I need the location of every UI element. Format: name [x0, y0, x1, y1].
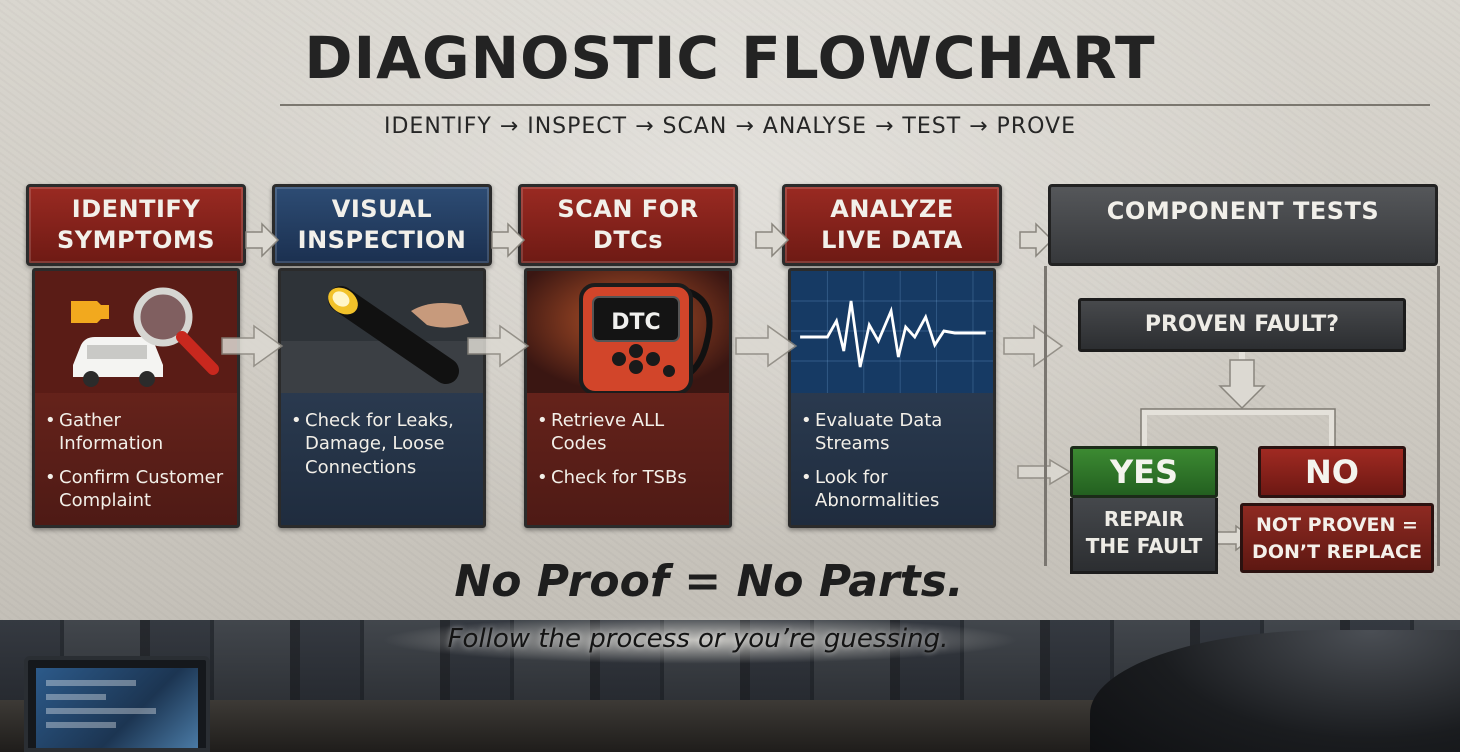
step-bullets: •Evaluate Data Streams •Look for Abnorma…: [791, 395, 993, 525]
proven-fault-question: PROVEN FAULT?: [1078, 298, 1406, 352]
title-divider: [280, 104, 1430, 106]
flashlight-icon: [328, 286, 459, 384]
component-tests-heading: COMPONENT TESTS: [1048, 184, 1438, 266]
magnifier-icon: [133, 287, 219, 375]
repair-fault-box: REPAIR THE FAULT: [1070, 498, 1218, 574]
step-heading-line2: INSPECTION: [297, 226, 467, 254]
tagline-subtext: Follow the process or you’re guessing.: [447, 624, 949, 654]
step-bullets: •Gather Information •Confirm Customer Co…: [35, 395, 237, 525]
step-heading-line2: LIVE DATA: [821, 226, 963, 254]
arrow-down-icon: [1218, 359, 1266, 410]
step-body: •Evaluate Data Streams •Look for Abnorma…: [788, 268, 996, 528]
scan-illustration: DTC: [527, 271, 729, 393]
step-card-identify: IDENTIFY SYMPTOMS •Gather Information: [26, 184, 246, 528]
step-heading-line1: IDENTIFY: [71, 194, 201, 223]
arrow-right-icon: [467, 324, 530, 368]
step-heading-line1: SCAN FOR: [557, 194, 699, 223]
step-body: •Gather Information •Confirm Customer Co…: [32, 268, 240, 528]
step-heading: ANALYZE LIVE DATA: [782, 184, 1002, 266]
flow-arrows: [221, 222, 1336, 552]
device-label: DTC: [611, 310, 660, 335]
step-heading-line2: SYMPTOMS: [56, 226, 216, 254]
step-bullets: •Check for Leaks, Damage, Loose Connecti…: [281, 395, 483, 525]
tagline-backdrop: [380, 616, 1020, 664]
step-body: DTC •Retrieve ALL Codes •Check for TSBs: [524, 268, 732, 528]
laptop-screen: [36, 668, 198, 748]
arrow-right-icon: [245, 222, 280, 258]
step-card-live-data: ANALYZE LIVE DATA •Evaluate Data Streams…: [782, 184, 1002, 528]
live-data-illustration: [791, 271, 993, 393]
bullet-item: •Retrieve ALL Codes: [537, 410, 665, 455]
step-heading: SCAN FOR DTCs: [518, 184, 738, 266]
step-body: •Check for Leaks, Damage, Loose Connecti…: [278, 268, 486, 528]
page-title: DIAGNOSTIC FLOWCHART: [304, 24, 1156, 92]
not-proven-box: NOT PROVEN = DON’T REPLACE: [1240, 503, 1434, 573]
bullet-item: •Evaluate Data Streams: [801, 410, 943, 455]
process-subtitle: IDENTIFY → INSPECT → SCAN → ANALYSE → TE…: [384, 114, 1076, 139]
step-heading-line2: DTCs: [592, 226, 664, 254]
scan-tool-icon: DTC: [579, 283, 713, 393]
arrow-right-icon: [735, 324, 798, 368]
step-heading: VISUAL INSPECTION: [272, 184, 492, 266]
check-engine-icon: [71, 301, 109, 323]
arrow-right-icon: [1003, 324, 1064, 368]
ecg-waveform-icon: [800, 300, 986, 368]
step-heading-line1: ANALYZE: [830, 194, 954, 223]
arrow-right-icon: [221, 324, 284, 368]
step-card-inspection: VISUAL INSPECTION •Check for Leaks, Dama…: [272, 184, 492, 528]
arrow-right-icon: [755, 222, 790, 258]
step-heading-line1: VISUAL: [331, 194, 433, 223]
car-icon: [73, 337, 163, 387]
no-label: NO: [1258, 446, 1406, 498]
bullet-item: •Confirm Customer Complaint: [45, 466, 224, 512]
inspection-illustration: [281, 271, 483, 393]
bullet-item: •Check for TSBs: [537, 466, 687, 488]
bullet-item: •Gather Information: [45, 410, 164, 455]
symptoms-illustration: [35, 271, 237, 393]
yes-label: YES: [1070, 446, 1218, 498]
step-heading: IDENTIFY SYMPTOMS: [26, 184, 246, 266]
component-tests-frame: [1044, 266, 1440, 566]
step-card-scan: SCAN FOR DTCs DTC: [518, 184, 738, 528]
step-bullets: •Retrieve ALL Codes •Check for TSBs: [527, 395, 729, 525]
arrow-right-icon: [1019, 222, 1054, 258]
tagline: No Proof = No Parts.: [454, 556, 964, 607]
bullet-item: •Check for Leaks, Damage, Loose Connecti…: [291, 410, 454, 478]
laptop-image: [24, 656, 210, 752]
bullet-item: •Look for Abnormalities: [801, 466, 940, 512]
arrow-right-icon: [491, 222, 526, 258]
